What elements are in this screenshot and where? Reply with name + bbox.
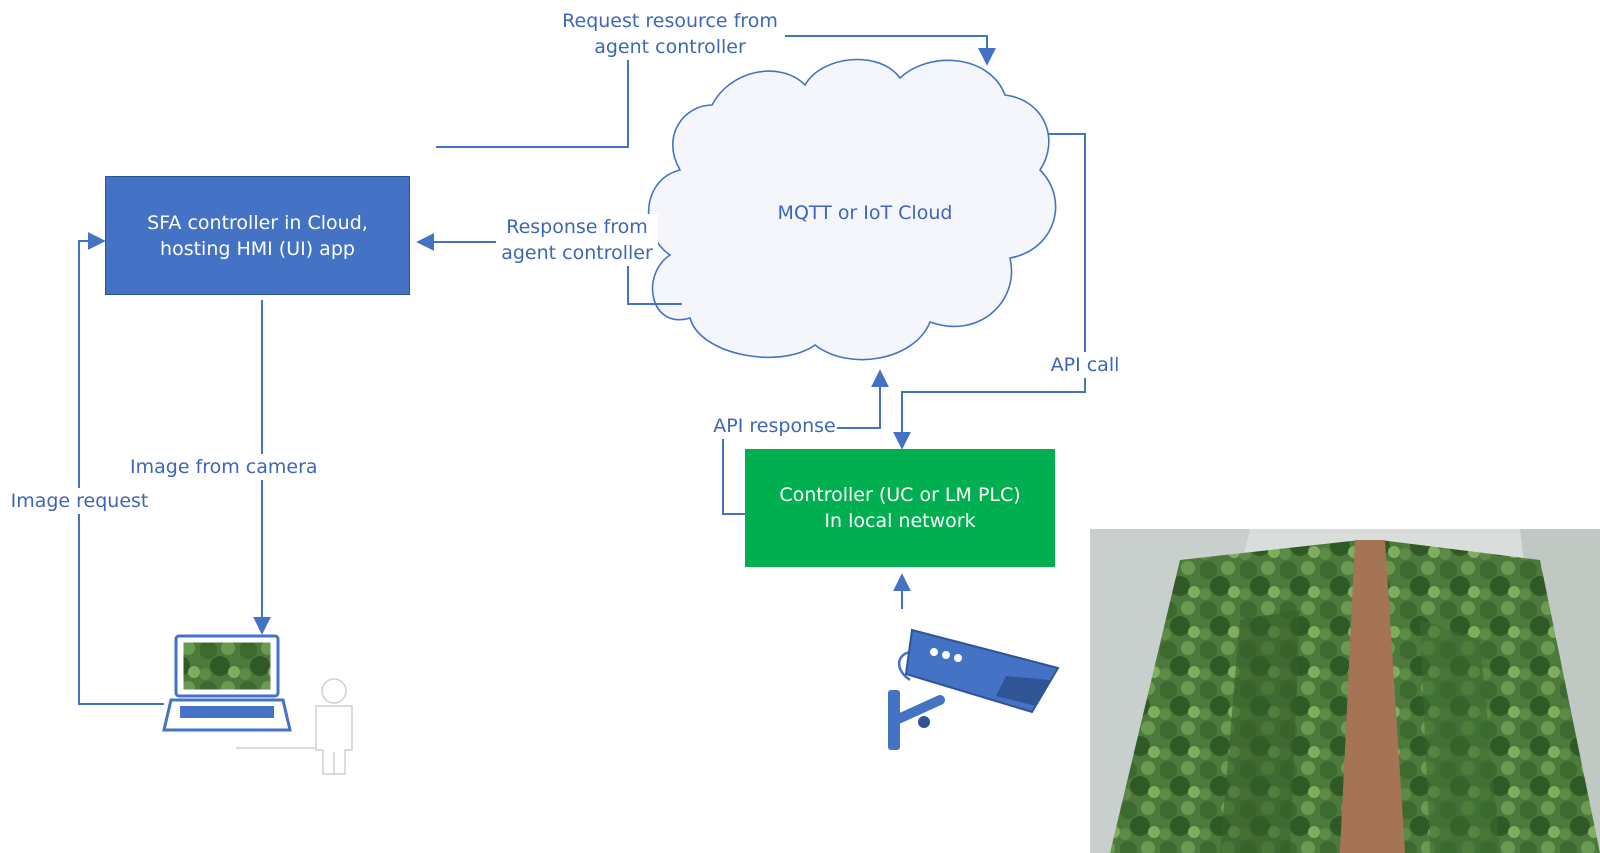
label-image-request: Image request (8, 488, 151, 514)
sfa-controller-line1: SFA controller in Cloud, (147, 211, 368, 234)
label-request-resource-line1: Request resource from (562, 10, 778, 32)
label-response-from: Response from agent controller (496, 214, 658, 266)
local-controller-line1: Controller (UC or LM PLC) (779, 484, 1021, 506)
greenhouse-camera-photo (1090, 529, 1600, 853)
local-controller-box: Controller (UC or LM PLC) In local netwo… (745, 449, 1055, 567)
sfa-controller-line2: hosting HMI (UI) app (160, 237, 355, 260)
laptop-icon (162, 634, 292, 732)
cloud-label: MQTT or IoT Cloud (777, 202, 953, 224)
label-response-line2: agent controller (501, 242, 653, 264)
label-api-response: API response (712, 413, 837, 439)
edge-api-call (893, 133, 1086, 450)
label-api-call: API call (1044, 352, 1126, 378)
local-controller-line2: In local network (824, 510, 976, 532)
user-icon (236, 678, 353, 775)
cloud-icon (647, 58, 1057, 361)
label-request-resource: Request resource from agent controller (555, 8, 785, 60)
edge-image-request (78, 232, 164, 705)
security-camera-icon (888, 628, 1060, 750)
sfa-controller-box: SFA controller in Cloud, hosting HMI (UI… (105, 176, 410, 295)
label-response-line1: Response from (506, 216, 648, 238)
label-request-resource-line2: agent controller (594, 36, 746, 58)
label-image-from-camera: Image from camera (130, 454, 318, 480)
